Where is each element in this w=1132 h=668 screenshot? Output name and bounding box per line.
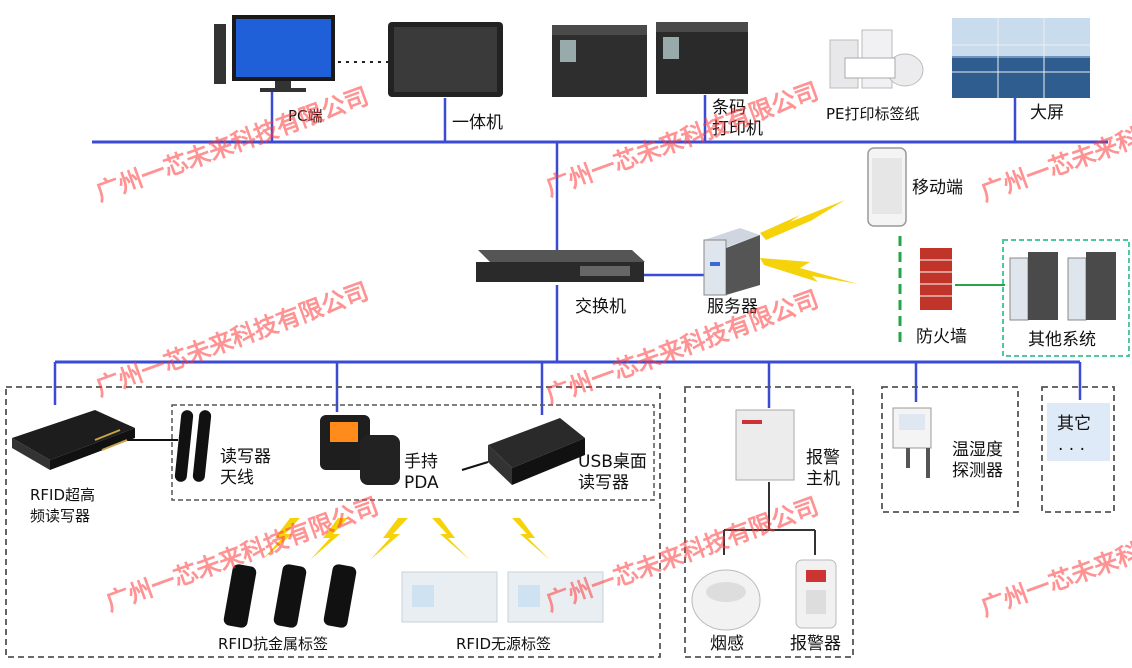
label-pe-paper: PE打印标签纸 — [826, 105, 920, 123]
rfid-inner-box — [171, 404, 655, 501]
lightning-icon — [760, 200, 845, 240]
all-in-one-icon — [388, 22, 503, 97]
uhf-reader-icon — [12, 410, 135, 470]
smoke-detector-icon — [691, 569, 761, 631]
label-big-screen: 大屏 — [1030, 103, 1064, 123]
lightning-icon — [760, 258, 858, 284]
lightning-icon — [432, 518, 470, 560]
label-passive-tag: RFID无源标签 — [456, 635, 552, 653]
metal-tag-icon — [223, 564, 357, 628]
barcode-printer-icon — [552, 22, 748, 97]
alarm-device-icon — [795, 559, 837, 629]
label-other-dots: · · · — [1058, 440, 1086, 460]
label-uhf-reader: RFID超高 频读写器 — [30, 486, 96, 525]
temp-humidity-icon — [892, 407, 932, 478]
passive-tag-icon — [401, 571, 604, 623]
label-temp-humidity: 温湿度 探测器 — [952, 440, 1003, 481]
alarm-host-icon — [735, 409, 795, 481]
label-usb-reader: USB桌面 读写器 — [578, 452, 647, 493]
mobile-icon — [867, 147, 907, 227]
label-barcode-printer: 条码 打印机 — [712, 98, 763, 139]
usb-reader-icon — [461, 418, 585, 485]
label-switch: 交换机 — [575, 297, 626, 317]
lightning-icon — [370, 518, 408, 560]
label-other: 其它 — [1057, 414, 1091, 434]
label-paper-icon — [829, 29, 924, 89]
label-mobile: 移动端 — [912, 178, 963, 198]
firewall-icon — [920, 248, 952, 310]
other-servers-icon — [1009, 252, 1116, 321]
rfid-group-box — [5, 386, 661, 658]
label-other-systems: 其他系统 — [1028, 330, 1096, 350]
big-screen-icon — [952, 18, 1090, 98]
label-alarm: 报警器 — [790, 634, 841, 654]
label-alarm-host: 报警 主机 — [806, 448, 840, 489]
label-aio: 一体机 — [452, 113, 503, 133]
label-smoke: 烟感 — [710, 634, 744, 654]
antenna-icon — [174, 410, 212, 482]
other-group-box — [1041, 386, 1115, 513]
label-antenna: 读写器 天线 — [220, 447, 271, 488]
other-systems-box — [1002, 239, 1130, 357]
label-pc: PC端 — [288, 107, 323, 125]
server-icon — [703, 228, 760, 296]
switch-icon — [476, 250, 645, 282]
lightning-icon — [512, 518, 550, 560]
label-pda: 手持 PDA — [404, 452, 439, 493]
label-metal-tag: RFID抗金属标签 — [218, 635, 329, 653]
pc-icon — [214, 15, 335, 92]
pda-icon — [320, 415, 400, 485]
alarm-group-box — [684, 386, 854, 658]
label-server: 服务器 — [707, 297, 758, 317]
label-firewall: 防火墙 — [916, 327, 967, 347]
